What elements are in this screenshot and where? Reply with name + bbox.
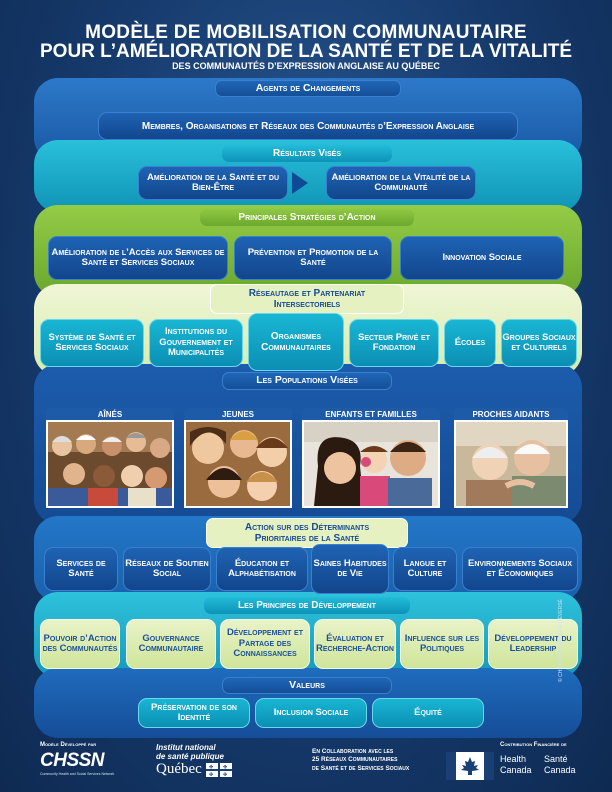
principe-developpement-connaissances: Développement et Partage des Connaissanc… [220,619,310,669]
chssn-logo: CHSSN Community Health and Social Servic… [40,750,120,780]
reseau-institutions: Institutions du Gouvernement et Municipa… [149,319,243,367]
quebec-text: Québec [156,761,202,777]
agents-item: Membres, Organisations et Réseaux des Co… [98,112,518,140]
reseau-systeme-sante: Système de Santé et Services Sociaux [40,319,144,367]
strategie-acces: Amélioration de l’Accès aux Services de … [48,236,228,280]
valeur-equite: Équité [372,698,484,728]
collab-line-1: En Collaboration avec les [312,748,394,755]
svg-text:✤: ✤ [223,764,227,770]
determinant-langue-culture: Langue et Culture [393,547,457,591]
inspq-line-1: Institut national [156,743,216,752]
collab-line-3: de Santé et de Services Sociaux [312,764,410,772]
valeur-inclusion: Inclusion Sociale [255,698,367,728]
title-line-2: POUR L’AMÉLIORATION DE LA SANTÉ ET DE LA… [40,41,572,62]
health-text: Health [500,754,527,764]
determinants-header: Action sur des Déterminants Prioritaires… [206,518,408,548]
determinants-header-line-2: Prioritaires de la Santé [254,533,360,544]
photo-aines [46,420,174,508]
resultats-arrow-icon [292,172,308,194]
determinants-header-line-1: Action sur des Déterminants [244,522,370,533]
principe-leadership: Développement du Leadership [488,619,578,669]
photo-proches-aidants [454,420,568,508]
chssn-logo-subtext: Community Health and Social Services Net… [40,772,115,776]
agents-header: Agents de Changements [215,80,401,97]
canada-fr-text: Canada [544,764,576,775]
population-aines-label: AÎNÉS [46,408,174,420]
principe-gouvernance: Gouvernance Communautaire [126,619,216,669]
principe-evaluation: Évaluation et Recherche-Action [314,619,396,669]
svg-text:✤: ✤ [223,772,227,777]
strategie-innovation: Innovation Sociale [400,236,564,280]
photo-enfants-image [304,422,438,506]
photo-jeunes [184,420,292,508]
principe-pouvoir: Pouvoir d’Action des Communautés [40,619,120,669]
populations-header: Les Populations Visées [222,372,392,390]
reseau-organismes: Organismes Communautaires [248,313,344,371]
health-canada-en: Health Canada [500,754,532,776]
reseau-secteur-prive: Secteur Privé et Fondation [349,319,439,367]
quebec-wordmark: Québec ✤ ✤ ✤ ✤ [156,761,276,778]
photo-enfants-familles [302,420,440,508]
reseautage-header-line-1: Réseautage et Partenariat [248,288,366,299]
inspq-line-2: de santé publique [156,752,225,761]
svg-text:✤: ✤ [209,772,213,777]
determinant-environnements: Environnements Sociaux et Économiques [462,547,578,591]
reseau-ecoles: Écoles [444,319,496,367]
footer-developed-by: Modèle Développé par [40,742,97,748]
svg-text:✤: ✤ [209,764,213,770]
determinant-education: Éducation et Alphabétisation [216,547,308,591]
principes-header: Les Principes de Développement [204,597,410,614]
resultats-header: Résultats Visés [222,145,392,162]
sante-canada-fr: Santé Canada [544,754,576,776]
sante-text: Santé [544,754,568,764]
reseautage-header: Réseautage et Partenariat Intersectoriel… [210,284,404,314]
canada-text: Canada [500,764,532,775]
photo-proches-image [456,422,566,506]
resultats-vitalite: Amélioration de la Vitalité de la Commun… [326,166,476,200]
reseau-groupes: Groupes Sociaux et Culturels [501,319,577,367]
population-jeunes-label: JEUNES [184,408,292,420]
photo-aines-image [48,422,172,506]
photo-jeunes-image [186,422,290,506]
funding-label: Contribution Financière de [500,742,567,748]
chssn-logo-text: CHSSN [40,750,105,771]
collaboration-text: En Collaboration avec les 25 Réseaux Com… [312,748,409,773]
strategies-header: Principales Stratégies d’Action [200,209,414,226]
quebec-flag-icon: ✤ ✤ ✤ ✤ [205,762,232,777]
inspq-logo: Institut national de santé publique Québ… [156,743,276,783]
determinant-services-sante: Services de Santé [44,547,118,591]
strategie-prevention: Prévention et Promotion de la Santé [234,236,392,280]
determinant-saines-habitudes: Saines Habitudes de Vie [311,544,389,594]
title-line-3: DES COMMUNAUTÉS D’EXPRESSION ANGLAISE AU… [172,61,440,71]
collab-line-2: 25 Réseaux Communautaires [312,756,398,764]
valeur-identite: Préservation de son Identité [138,698,250,728]
determinant-reseaux-soutien: Réseaux de Soutien Social [123,547,211,591]
population-enfants-label: ENFANTS ET FAMILLES [302,408,440,420]
resultats-sante: Amélioration de la Santé et du Bien-Être [138,166,288,200]
title-line-1: MODÈLE DE MOBILISATION COMMUNAUTAIRE [85,22,527,43]
reseautage-header-line-2: Intersectoriels [273,299,341,310]
principe-influence: Influence sur les Politiques [400,619,484,669]
side-note: © CHSSN 2010 MODÈLE DÉVERSÉ [558,599,564,682]
valeurs-header: Valeurs [222,677,392,694]
canada-flag-icon [446,752,494,780]
population-proches-label: PROCHES AIDANTS [454,408,568,420]
